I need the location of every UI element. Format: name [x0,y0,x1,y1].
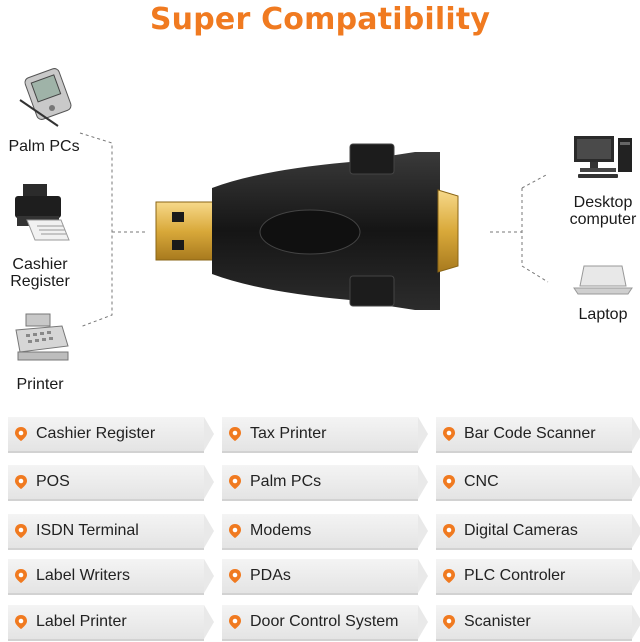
list-item-label: Tax Printer [250,425,327,442]
device-cashier-register: Cashier Register [0,180,80,290]
printer-icon [15,184,70,241]
list-item-label: Cashier Register [36,425,156,442]
list-item-label: Modems [250,522,312,539]
list-item: CNC [436,465,640,501]
device-printer: Printer [0,310,80,393]
laptop-icon [573,265,633,295]
list-item: Bar Code Scanner [436,417,640,453]
device-desktop-computer: Desktop computer [564,132,640,228]
desktop-computer-icon [574,136,632,178]
location-pin-icon [443,427,455,441]
device-label: Cashier Register [10,256,70,290]
list-item-label: Scanister [464,613,531,630]
list-item: Digital Cameras [436,514,640,550]
location-pin-icon [443,569,455,583]
list-item: PDAs [222,559,428,595]
location-pin-icon [229,475,241,489]
list-item-label: Digital Cameras [464,522,578,539]
location-pin-icon [443,475,455,489]
list-item: POS [8,465,214,501]
device-label: Printer [16,376,64,393]
list-item: Label Writers [8,559,214,595]
connector-lines [79,132,549,328]
list-item: Door Control System [222,605,428,641]
location-pin-icon [15,427,27,441]
cash-register-icon [15,313,69,361]
location-pin-icon [15,569,27,583]
list-item-label: Label Writers [36,567,130,584]
list-item: Palm PCs [222,465,428,501]
usb-to-serial-adapter-icon [155,143,459,310]
device-label: Palm PCs [8,138,80,155]
location-pin-icon [229,569,241,583]
list-item-label: CNC [464,473,499,490]
pda-icon [19,68,72,127]
location-pin-icon [229,524,241,538]
location-pin-icon [443,524,455,538]
location-pin-icon [15,615,27,629]
list-item-label: ISDN Terminal [36,522,139,539]
list-item-label: POS [36,473,70,490]
list-item: ISDN Terminal [8,514,214,550]
location-pin-icon [15,524,27,538]
list-item-label: Bar Code Scanner [464,425,596,442]
list-item-label: PDAs [250,567,291,584]
list-item-label: Palm PCs [250,473,322,490]
location-pin-icon [15,475,27,489]
location-pin-icon [229,615,241,629]
list-item: Label Printer [8,605,214,641]
list-item: Tax Printer [222,417,428,453]
list-item: Cashier Register [8,417,214,453]
list-item-label: Door Control System [250,613,399,630]
device-label: Desktop computer [569,194,637,228]
location-pin-icon [443,615,455,629]
list-item-label: PLC Controler [464,567,566,584]
list-item-label: Label Printer [36,613,127,630]
list-item: PLC Controler [436,559,640,595]
page-title: Super Compatibility [149,2,491,37]
location-pin-icon [229,427,241,441]
device-label: Laptop [578,306,628,323]
device-laptop: Laptop [564,262,640,323]
device-palm-pcs: Palm PCs [4,66,84,155]
list-item: Scanister [436,605,640,641]
list-item: Modems [222,514,428,550]
